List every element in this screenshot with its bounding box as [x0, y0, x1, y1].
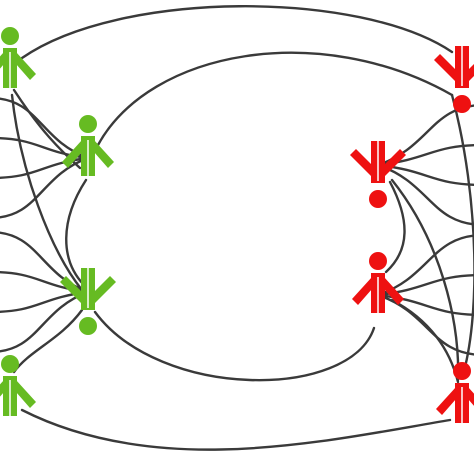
node-r4-person-icon [436, 362, 474, 423]
right-arm-icon [16, 52, 36, 80]
node-r3-person-icon [352, 252, 404, 313]
edge-r3-off-right-3 [376, 293, 474, 356]
edge-g4-r4 [20, 408, 452, 451]
head-icon [453, 362, 471, 380]
edge-r2-r3 [384, 180, 406, 274]
head-icon [1, 355, 19, 373]
node-g4-person-icon [0, 355, 36, 416]
head-icon [369, 190, 387, 208]
right-arm-icon [94, 276, 116, 304]
node-g2-person-icon [62, 115, 114, 176]
left-arm-icon [352, 277, 372, 305]
head-icon [369, 252, 387, 270]
edge-g3-off-left-0 [0, 231, 90, 294]
edge-g2-g3 [65, 178, 88, 287]
edge-g1-g2 [12, 88, 82, 170]
left-arm-icon [60, 276, 82, 304]
edge-r3-off-right-0 [376, 234, 474, 297]
left-arm-icon [350, 149, 372, 177]
edge-g1-g3 [10, 93, 84, 292]
edge-g1-r1 [20, 5, 454, 60]
head-icon [1, 27, 19, 45]
node-r1-person-icon [434, 46, 474, 113]
edge-g2-off-left-2 [0, 156, 90, 179]
right-arm-icon [468, 387, 474, 406]
left-arm-icon [434, 54, 456, 82]
node-g3-person-icon [60, 268, 116, 335]
left-arm-icon [0, 380, 4, 397]
right-arm-icon [384, 149, 406, 177]
edge-g3-off-left-3 [0, 290, 90, 353]
edge-layer [0, 5, 474, 451]
right-arm-icon [384, 277, 404, 305]
left-arm-icon [0, 52, 4, 69]
left-arm-icon [62, 140, 82, 168]
edge-r2-off-right-3 [376, 163, 474, 226]
edge-r2-off-right-0 [376, 104, 474, 167]
node-layer [0, 27, 474, 423]
head-icon [79, 317, 97, 335]
head-icon [79, 115, 97, 133]
right-arm-icon [468, 64, 474, 82]
edge-g3-g4 [12, 308, 84, 374]
right-arm-icon [94, 140, 114, 168]
edge-g3-r3 [93, 310, 376, 382]
head-icon [453, 95, 471, 113]
right-arm-icon [16, 380, 36, 408]
edge-g2-r1 [96, 51, 454, 147]
left-arm-icon [436, 387, 456, 415]
node-g1-person-icon [0, 27, 36, 88]
node-r2-person-icon [350, 141, 406, 208]
edge-g2-off-left-3 [0, 156, 90, 219]
